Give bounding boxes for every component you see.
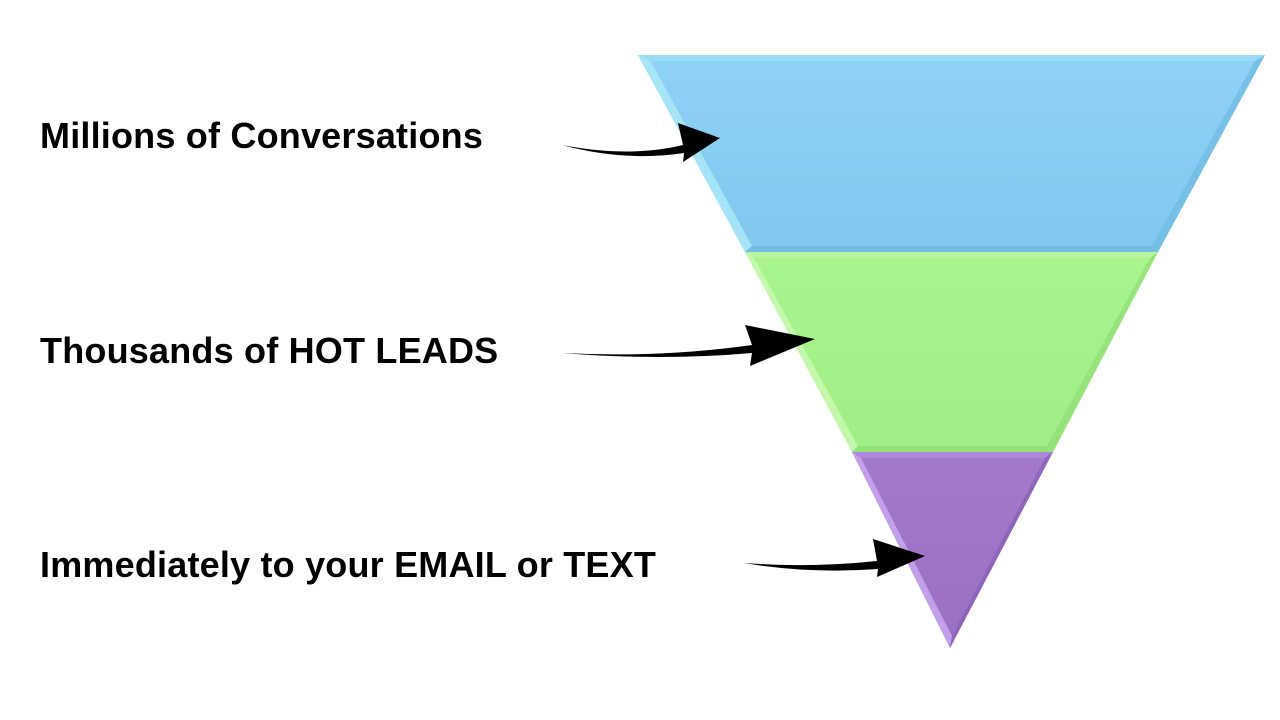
funnel-stage-top-top-bevel (638, 55, 1265, 61)
funnel-stage-bottom-fill (852, 452, 1053, 648)
arrow-bottom (744, 539, 925, 577)
arrow-middle (562, 325, 815, 366)
funnel-stage-bottom-right-bevel (950, 452, 1053, 648)
funnel-stage-middle (745, 252, 1158, 452)
arrow-top (562, 123, 720, 162)
funnel-stage-top (638, 55, 1265, 252)
funnel-stage-middle-left-bevel (745, 252, 858, 452)
stage-label-conversations: Millions of Conversations (40, 115, 484, 156)
funnel-stage-middle-right-bevel (1047, 252, 1158, 452)
funnel-stage-top-right-bevel (1152, 55, 1265, 252)
funnel-stage-top-fill (638, 55, 1265, 252)
funnel-stage-top-bottom-bevel (745, 246, 1158, 252)
funnel-stage-bottom-top-bevel (852, 452, 1053, 458)
stage-label-hot-leads: Thousands of HOT LEADS (40, 330, 499, 371)
funnel-stage-middle-fill (745, 252, 1158, 452)
funnel-stage-middle-top-bevel (745, 252, 1158, 258)
stage-label-email-text: Immediately to your EMAIL or TEXT (40, 544, 657, 585)
funnel-stage-middle-bottom-bevel (852, 446, 1053, 452)
